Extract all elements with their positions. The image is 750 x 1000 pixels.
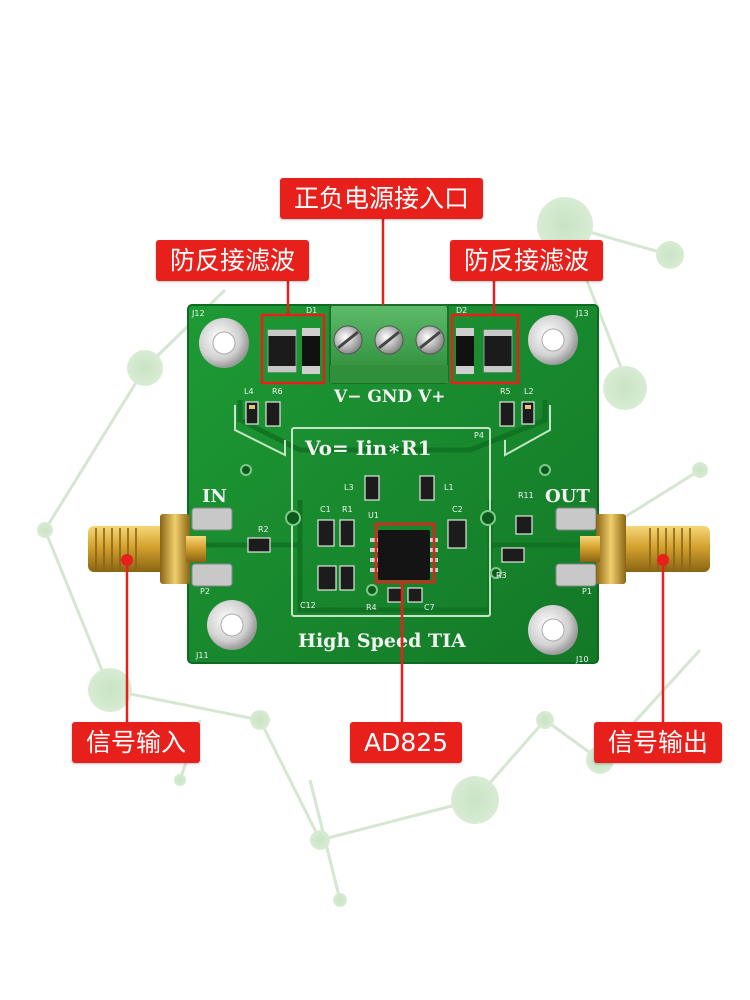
callout-signal-in: 信号输入 — [72, 722, 201, 763]
background-nodes — [37, 197, 708, 907]
pcb-board — [187, 304, 599, 664]
ref-c1: C1 — [320, 505, 331, 514]
silkscreen: V− GND V+ Vo= Iin∗R1 High Speed TIA IN O… — [191, 306, 592, 664]
callout-reverse-filter-left: 防反接滤波 — [156, 240, 310, 281]
in-label: IN — [202, 486, 227, 507]
ref-l1: L1 — [444, 483, 454, 492]
mounting-hole-j12 — [199, 318, 249, 368]
ref-p1: P1 — [582, 587, 592, 596]
ref-d1: D1 — [306, 306, 317, 315]
ref-r11: R11 — [518, 491, 534, 500]
ref-r2: R2 — [258, 525, 269, 534]
ref-r5: R5 — [500, 387, 511, 396]
out-label: OUT — [545, 486, 590, 507]
ref-j13: J13 — [575, 309, 589, 318]
ref-r6: R6 — [272, 387, 283, 396]
callout-signal-out: 信号输出 — [594, 722, 723, 763]
ref-p4: P4 — [474, 431, 484, 440]
reverse-protection-left — [260, 313, 326, 385]
terminal-labels: V− GND V+ — [333, 387, 446, 407]
mounting-hole-j13 — [528, 315, 578, 365]
ref-c2: C2 — [452, 505, 463, 514]
ref-p2: P2 — [200, 587, 210, 596]
ref-r4: R4 — [366, 603, 377, 612]
ref-r1: R1 — [342, 505, 353, 514]
ref-j10: J10 — [575, 655, 589, 664]
ref-l3: L3 — [344, 483, 354, 492]
callout-power-inlet: 正负电源接入口 — [280, 178, 484, 219]
ad825-chip — [370, 522, 438, 584]
ref-c12: C12 — [300, 601, 316, 610]
ref-c7: C7 — [424, 603, 435, 612]
ref-r3: R3 — [496, 571, 507, 580]
ref-u1: U1 — [368, 511, 379, 520]
board-title: High Speed TIA — [298, 630, 466, 652]
callout-chip: AD825 — [350, 722, 463, 763]
callout-dots — [121, 554, 669, 566]
callout-reverse-filter-right: 防反接滤波 — [450, 240, 604, 281]
ref-l2: L2 — [524, 387, 534, 396]
sma-connector-in — [88, 514, 206, 584]
formula-label: Vo= Iin∗R1 — [304, 436, 432, 460]
ref-j11: J11 — [195, 651, 209, 660]
ref-l4: L4 — [244, 387, 254, 396]
power-terminal-block — [329, 304, 449, 384]
mounting-hole-j10 — [528, 605, 578, 655]
sma-connector-out — [580, 514, 710, 584]
reverse-protection-right — [450, 313, 520, 385]
ref-j12: J12 — [191, 309, 205, 318]
ref-d2: D2 — [456, 306, 467, 315]
mounting-hole-j11 — [207, 600, 257, 650]
